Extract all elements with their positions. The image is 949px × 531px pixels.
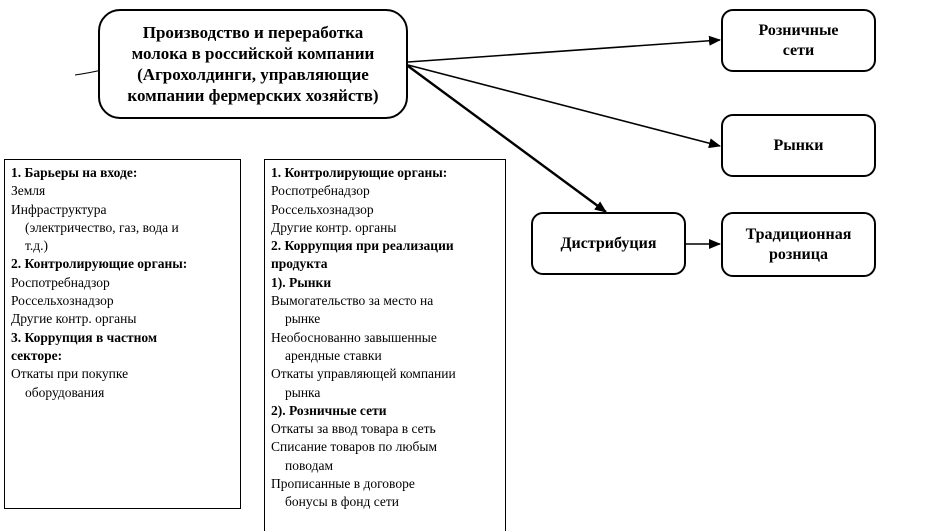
panel-line: продукта [271, 256, 328, 272]
main-node-line: компании фермерских хозяйств) [127, 86, 379, 105]
node-label: розница [769, 245, 828, 263]
node-label: Розничные [758, 21, 839, 39]
node-label: Традиционная [745, 225, 852, 243]
node-label: сети [782, 41, 815, 59]
panel-line: Земля [11, 183, 46, 199]
panel-line: 1. Контролирующие органы: [271, 165, 448, 180]
panel-line: Откаты при покупке [11, 366, 129, 382]
main-node-line: молока в российской компании [131, 44, 375, 63]
panel-line: поводам [285, 457, 334, 473]
panel-line: 3. Коррупция в частном [11, 329, 158, 345]
panel-line: Другие контр. органы [271, 219, 397, 235]
main-node-line: Производство и переработка [142, 23, 364, 42]
panel-line: Роспотребнадзор [271, 183, 370, 199]
node-distribution: Дистрибуция [531, 212, 686, 275]
panel-line: 2. Коррупция при реализации [271, 238, 454, 254]
panel-line: Откаты за ввод товара в сеть [271, 421, 436, 437]
panel-line: рынке [285, 311, 321, 327]
main-node-dairy-company: Производство и переработка молока в росс… [98, 9, 408, 119]
panel-line: Роспотребнадзор [11, 274, 110, 290]
panel-line: секторе: [11, 347, 63, 363]
panel-line: бонусы в фонд сети [285, 494, 400, 510]
panel-line: Россельхознадзор [271, 201, 374, 217]
panel-line: Откаты управляющей компании [271, 366, 456, 382]
panel-line: Списание товаров по любым [271, 439, 437, 455]
panel-line: 2. Контролирующие органы: [11, 256, 188, 272]
node-markets: Рынки [721, 114, 876, 177]
panel-control-and-corruption: 1. Контролирующие органы: Роспотребнадзо… [264, 159, 506, 531]
panel-line: оборудования [25, 384, 105, 400]
panel-line: Вымогательство за место на [271, 293, 434, 309]
arrow-to-markets [407, 64, 721, 149]
arrow-to-distribution [407, 65, 607, 213]
panel-line: 1. Барьеры на входе: [11, 165, 138, 180]
main-node-line: (Агрохолдинги, управляющие [137, 65, 369, 84]
panel-line: Россельхознадзор [11, 293, 114, 309]
node-label: Дистрибуция [560, 234, 657, 252]
panel-line: Прописанные в договоре [271, 476, 415, 492]
panel-line: рынка [285, 384, 321, 400]
panel-line: Необоснованно завышенные [271, 329, 437, 345]
node-retail-chains: Розничные сети [721, 9, 876, 72]
panel-line: арендные ставки [285, 347, 382, 363]
panel-line: 1). Рынки [271, 274, 332, 290]
panel-entry-barriers: 1. Барьеры на входе: Земля Инфраструктур… [4, 159, 241, 509]
panel-line: т.д.) [25, 238, 48, 254]
panel-line: (электричество, газ, вода и [25, 219, 179, 235]
panel-line: 2). Розничные сети [271, 402, 387, 418]
panel-line: Другие контр. органы [11, 311, 137, 327]
panel-line: Инфраструктура [11, 201, 107, 217]
arrow-to-retail-chains [407, 35, 721, 63]
node-label: Рынки [773, 136, 824, 154]
node-traditional-retail: Традиционная розница [721, 212, 876, 277]
